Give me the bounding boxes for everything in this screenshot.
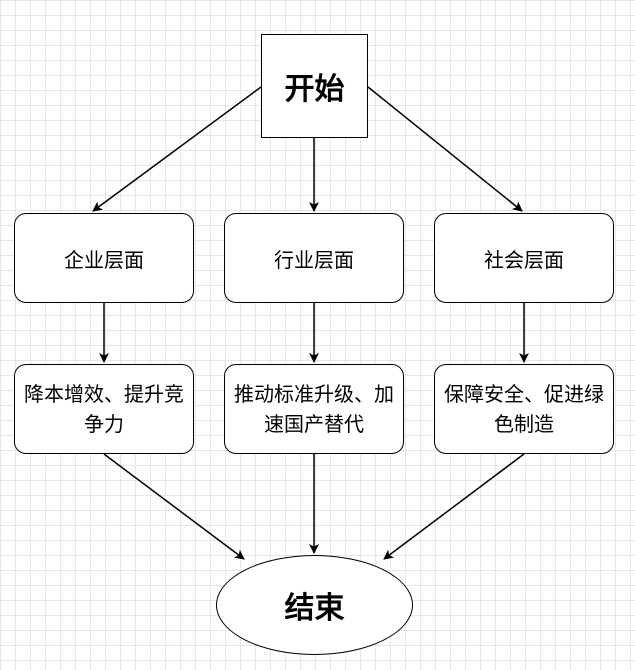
arrow-start-to-society [367,86,523,212]
start-node: 开始 [261,34,368,138]
arrow-start-to-enterprise [92,86,262,212]
end-node: 结束 [216,555,413,655]
arrow-society-goal-to-end [383,453,525,560]
industry-goal-node: 推动标准升级、加速国产替代 [224,364,404,454]
society-goal-node: 保障安全、促进绿色制造 [434,364,614,454]
enterprise-goal-node: 降本增效、提升竞争力 [14,364,194,454]
industry-level-node: 行业层面 [224,213,404,303]
society-level-node: 社会层面 [434,213,614,303]
arrow-enterprise-goal-to-end [103,453,245,560]
enterprise-level-node: 企业层面 [14,213,194,303]
